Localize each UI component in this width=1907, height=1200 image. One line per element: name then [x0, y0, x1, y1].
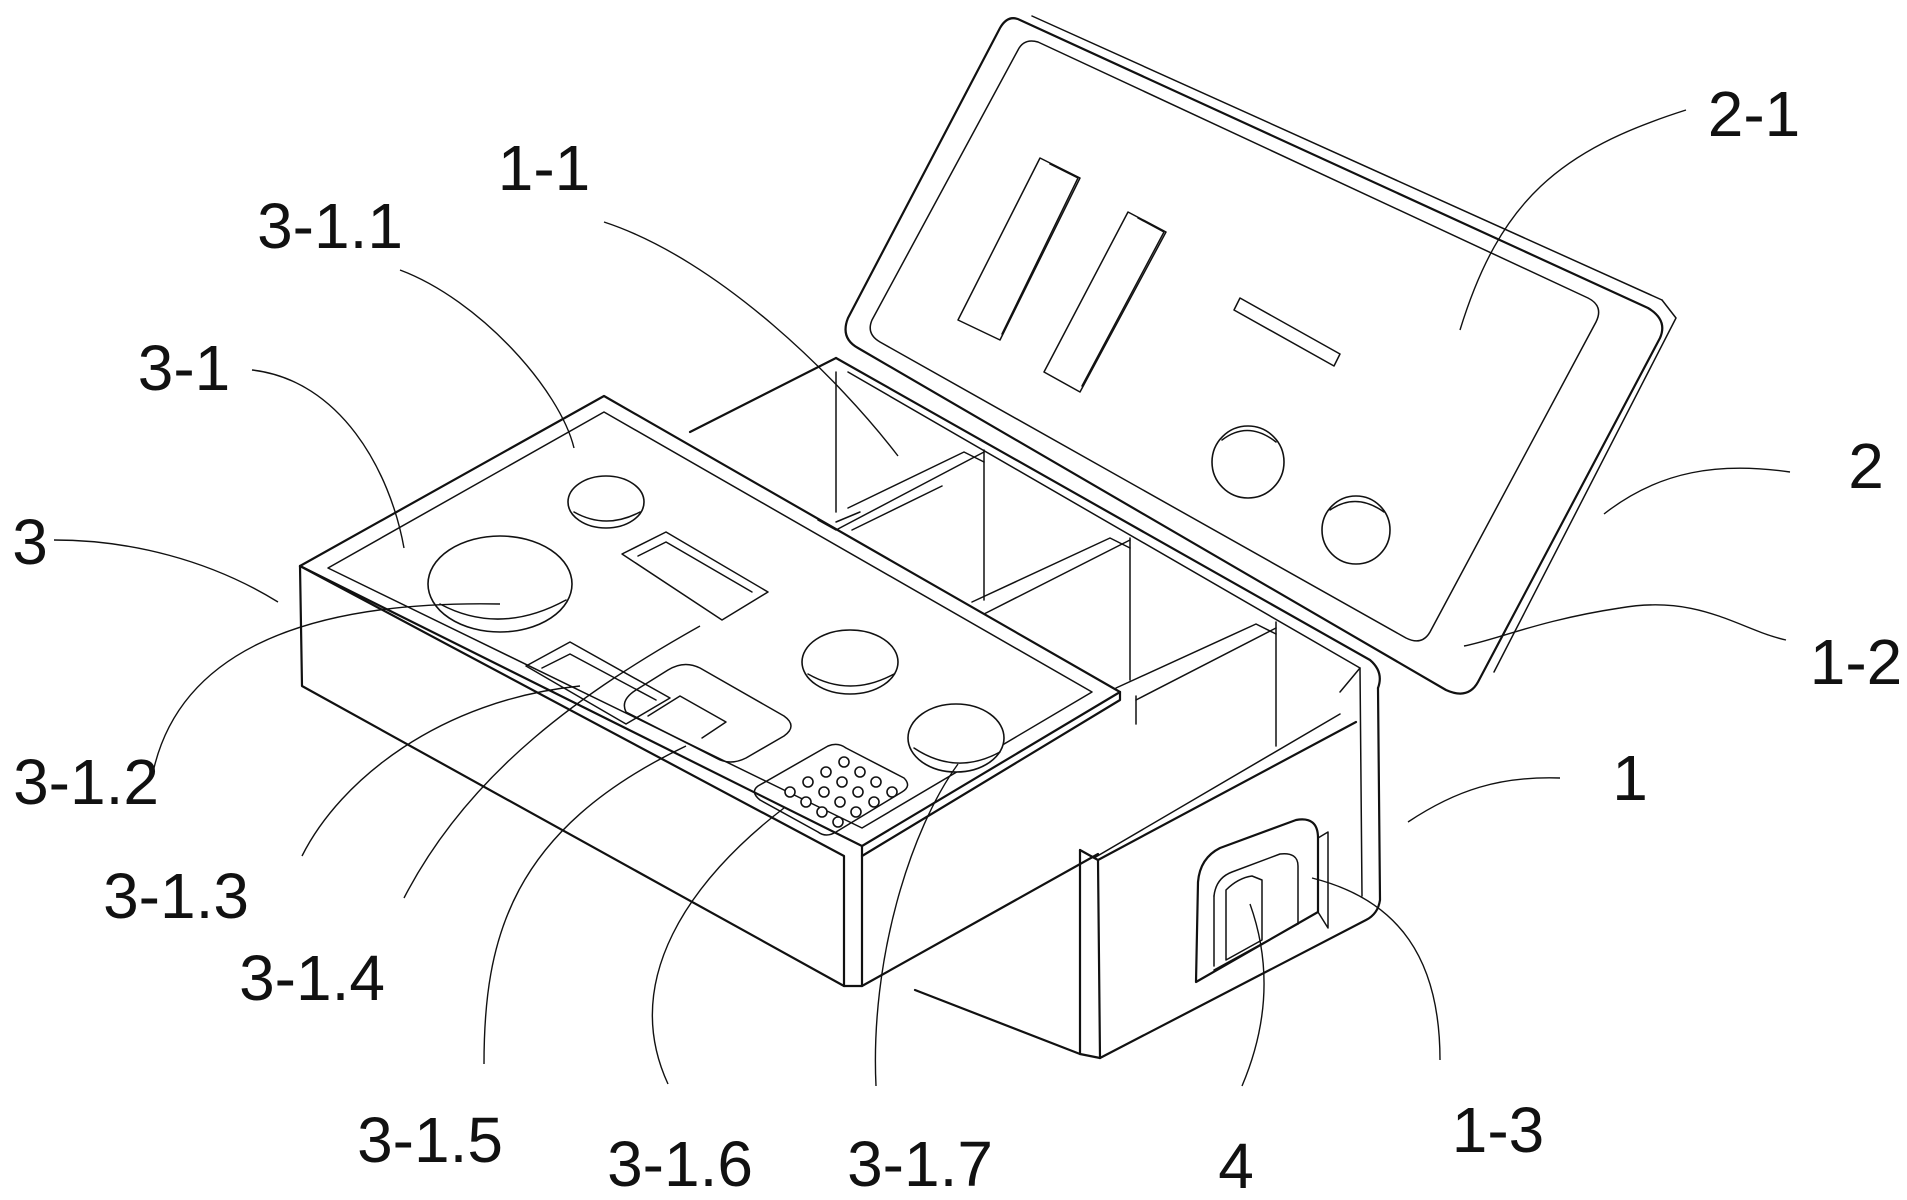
label-3-1: 3-1	[138, 332, 231, 404]
label-3-1-1: 3-1.1	[257, 190, 403, 262]
label-1-2: 1-2	[1810, 626, 1903, 698]
label-2: 2	[1848, 430, 1884, 502]
label-3-1-4: 3-1.4	[239, 942, 385, 1014]
label-3-1-6: 3-1.6	[607, 1128, 753, 1200]
label-4: 4	[1218, 1130, 1254, 1200]
label-3-1-5: 3-1.5	[357, 1104, 503, 1176]
tray	[300, 396, 1136, 986]
label-1: 1	[1612, 742, 1648, 814]
label-3: 3	[12, 506, 48, 578]
label-3-1-7: 3-1.7	[847, 1128, 993, 1200]
label-3-1-2: 3-1.2	[13, 746, 159, 818]
reference-labels: 2-1 1-1 3-1.1 3-1 3 2 1-2 1 3-1.2 3-1.3 …	[12, 78, 1902, 1200]
label-2-1: 2-1	[1708, 78, 1801, 150]
lid	[846, 16, 1676, 694]
label-1-1: 1-1	[498, 132, 591, 204]
label-1-3: 1-3	[1452, 1094, 1545, 1166]
label-3-1-3: 3-1.3	[103, 860, 249, 932]
